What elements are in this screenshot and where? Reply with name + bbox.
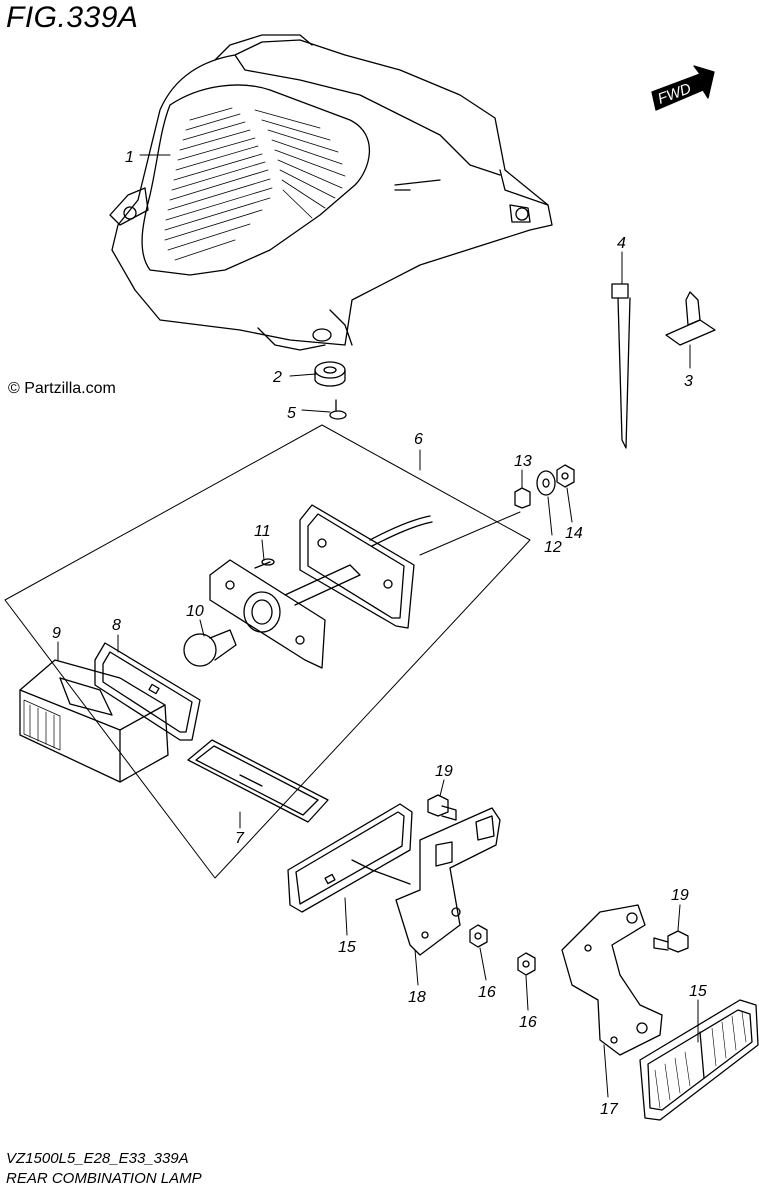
part-7-license-lens bbox=[187, 739, 329, 823]
part-15-reflector-right bbox=[639, 999, 759, 1121]
callout-18: 18 bbox=[408, 989, 426, 1006]
callout-8: 8 bbox=[112, 617, 121, 634]
callout-16-right: 16 bbox=[519, 1014, 537, 1031]
callout-16-left: 16 bbox=[478, 984, 496, 1001]
callout-13: 13 bbox=[514, 453, 532, 470]
part-15-reflector-left bbox=[287, 803, 413, 913]
part-17-bracket bbox=[561, 904, 663, 1056]
figure-title: FIG.339A bbox=[6, 1, 139, 34]
part-1-tail-lamp-housing bbox=[109, 34, 553, 351]
part-6-lamp-base bbox=[209, 504, 433, 669]
part-11-screw bbox=[254, 558, 275, 569]
part-19-bolt bbox=[427, 794, 457, 821]
figure-code: VZ1500L5_E28_E33_339A bbox=[6, 1150, 189, 1167]
callout-5: 5 bbox=[287, 405, 296, 422]
leader-lines bbox=[57, 154, 699, 1098]
part-10-bulb bbox=[183, 629, 237, 667]
part-19-bolt-right bbox=[653, 930, 689, 953]
figure-name: REAR COMBINATION LAMP bbox=[6, 1170, 202, 1187]
part-5-screw bbox=[329, 399, 347, 420]
callout-14: 14 bbox=[565, 525, 583, 542]
callout-11: 11 bbox=[254, 523, 271, 540]
part-16-nut-left bbox=[469, 924, 488, 948]
callout-6: 6 bbox=[414, 431, 423, 448]
part-3-clip bbox=[665, 291, 716, 346]
callout-4: 4 bbox=[617, 235, 626, 252]
part-13-spacer bbox=[514, 487, 531, 509]
part-12-washer bbox=[536, 470, 556, 496]
watermark: © Partzilla.com bbox=[8, 380, 116, 397]
part-18-bracket bbox=[371, 807, 501, 956]
part-4-cable-tie bbox=[611, 283, 631, 449]
part-2-grommet bbox=[314, 361, 346, 387]
part-6-assembly-outline bbox=[4, 424, 531, 879]
part-9-lens-block bbox=[19, 659, 169, 783]
callout-19-upper: 19 bbox=[435, 763, 453, 780]
callout-1: 1 bbox=[125, 149, 134, 166]
callout-15-right: 15 bbox=[689, 983, 707, 1000]
callout-19-right: 19 bbox=[671, 887, 689, 904]
fwd-label: FWD bbox=[656, 80, 694, 108]
part-8-gasket bbox=[94, 642, 201, 741]
callout-15-left: 15 bbox=[338, 939, 356, 956]
callout-7: 7 bbox=[235, 830, 245, 847]
callout-10: 10 bbox=[186, 603, 204, 620]
callout-labels: 1 2 3 4 5 6 7 8 9 10 11 12 13 14 15 15 1… bbox=[52, 149, 707, 1118]
callout-3: 3 bbox=[684, 373, 693, 390]
callout-12: 12 bbox=[544, 539, 562, 556]
part-16-nut-right bbox=[517, 952, 536, 976]
part-14-nut bbox=[556, 464, 575, 488]
callout-2: 2 bbox=[272, 369, 282, 386]
fwd-arrow-icon: FWD bbox=[651, 65, 715, 111]
callout-17: 17 bbox=[600, 1101, 619, 1118]
callout-9: 9 bbox=[52, 625, 61, 642]
